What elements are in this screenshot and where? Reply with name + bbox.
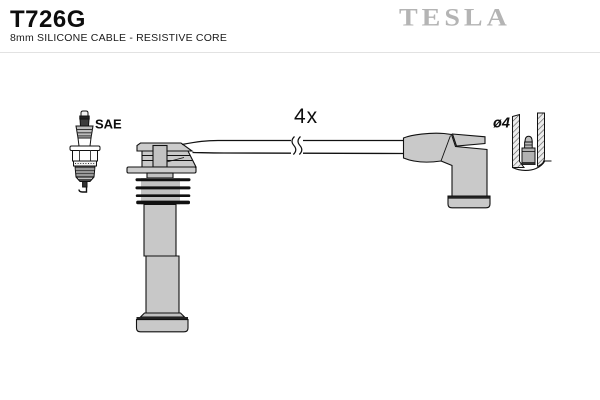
diameter-label: ø4 [493,116,510,132]
spark-plug-label: SAE [95,117,122,132]
tesla-brand-logo: TESLA [399,4,511,32]
terminal-cross-section-icon [512,112,552,172]
cable-break-icon [291,136,303,156]
part-number: T726G [10,6,86,33]
quantity-label: 4x [294,105,318,128]
header-divider [0,52,600,53]
spark-plug-icon [69,110,101,193]
ignition-cable-icon [181,136,405,156]
coil-boot-icon [126,142,197,333]
product-subtitle: 8mm SILICONE CABLE - RESISTIVE CORE [10,32,228,44]
elbow-boot-icon [402,132,491,209]
